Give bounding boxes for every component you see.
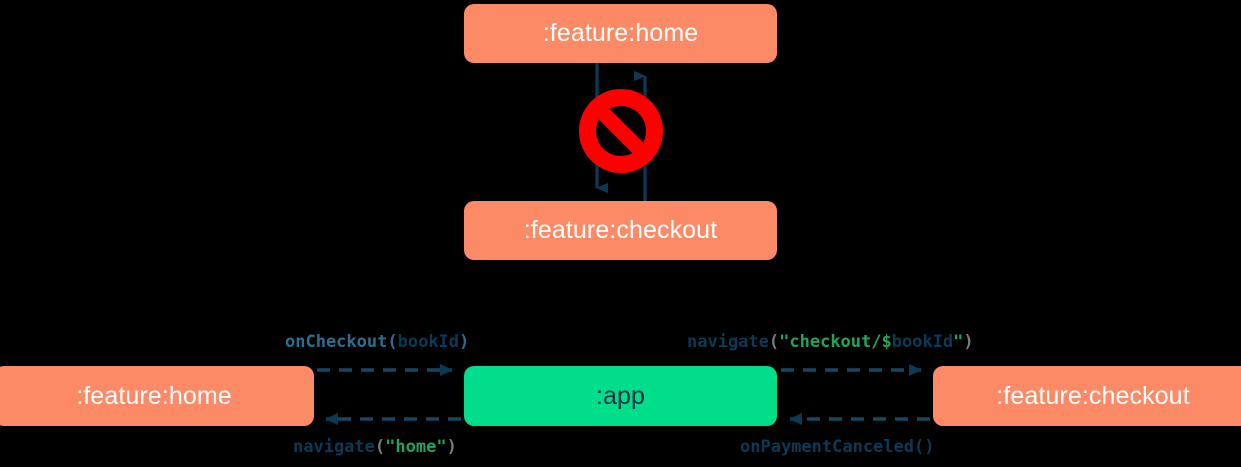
code-token-function: onPaymentCanceled(): [740, 437, 935, 457]
module-node-feature-home-top[interactable]: :feature:home: [464, 4, 777, 63]
code-token-string-start: "checkout/: [779, 332, 882, 352]
code-token-open-paren: (: [374, 437, 386, 457]
module-label: :app: [595, 381, 646, 410]
code-token-close-paren: ): [963, 332, 974, 352]
code-token-string: "home": [385, 437, 447, 457]
module-label: :feature:checkout: [523, 216, 718, 244]
edge-label-navigate-home: navigate("home"): [293, 439, 457, 456]
code-token-function: onCheckout: [285, 332, 388, 352]
code-token-dollar: $: [881, 332, 892, 352]
edge-label-on-payment-canceled: onPaymentCanceled(): [740, 439, 934, 456]
module-label: :feature:checkout: [996, 381, 1190, 410]
module-node-feature-checkout-top[interactable]: :feature:checkout: [464, 201, 777, 260]
code-token-argument: bookId: [397, 332, 460, 352]
module-label: :feature:home: [76, 381, 232, 410]
code-token-function: navigate: [687, 332, 769, 352]
edge-label-navigate-checkout: navigate("checkout/$bookId"): [687, 334, 974, 351]
code-token-open-paren: (: [768, 332, 780, 352]
code-token-function: navigate: [293, 437, 375, 457]
code-token-string-end: ": [953, 332, 964, 352]
module-label: :feature:home: [542, 19, 699, 47]
module-node-feature-home-bottom[interactable]: :feature:home: [0, 366, 314, 426]
code-token-close-paren: ): [459, 332, 470, 352]
code-token-open-paren: (: [387, 332, 398, 352]
edge-label-on-checkout: onCheckout(bookId): [285, 334, 469, 351]
module-node-app[interactable]: :app: [464, 366, 777, 426]
code-token-close-paren: ): [446, 437, 457, 457]
code-token-variable: bookId: [891, 332, 954, 352]
module-node-feature-checkout-bottom[interactable]: :feature:checkout: [933, 366, 1241, 426]
